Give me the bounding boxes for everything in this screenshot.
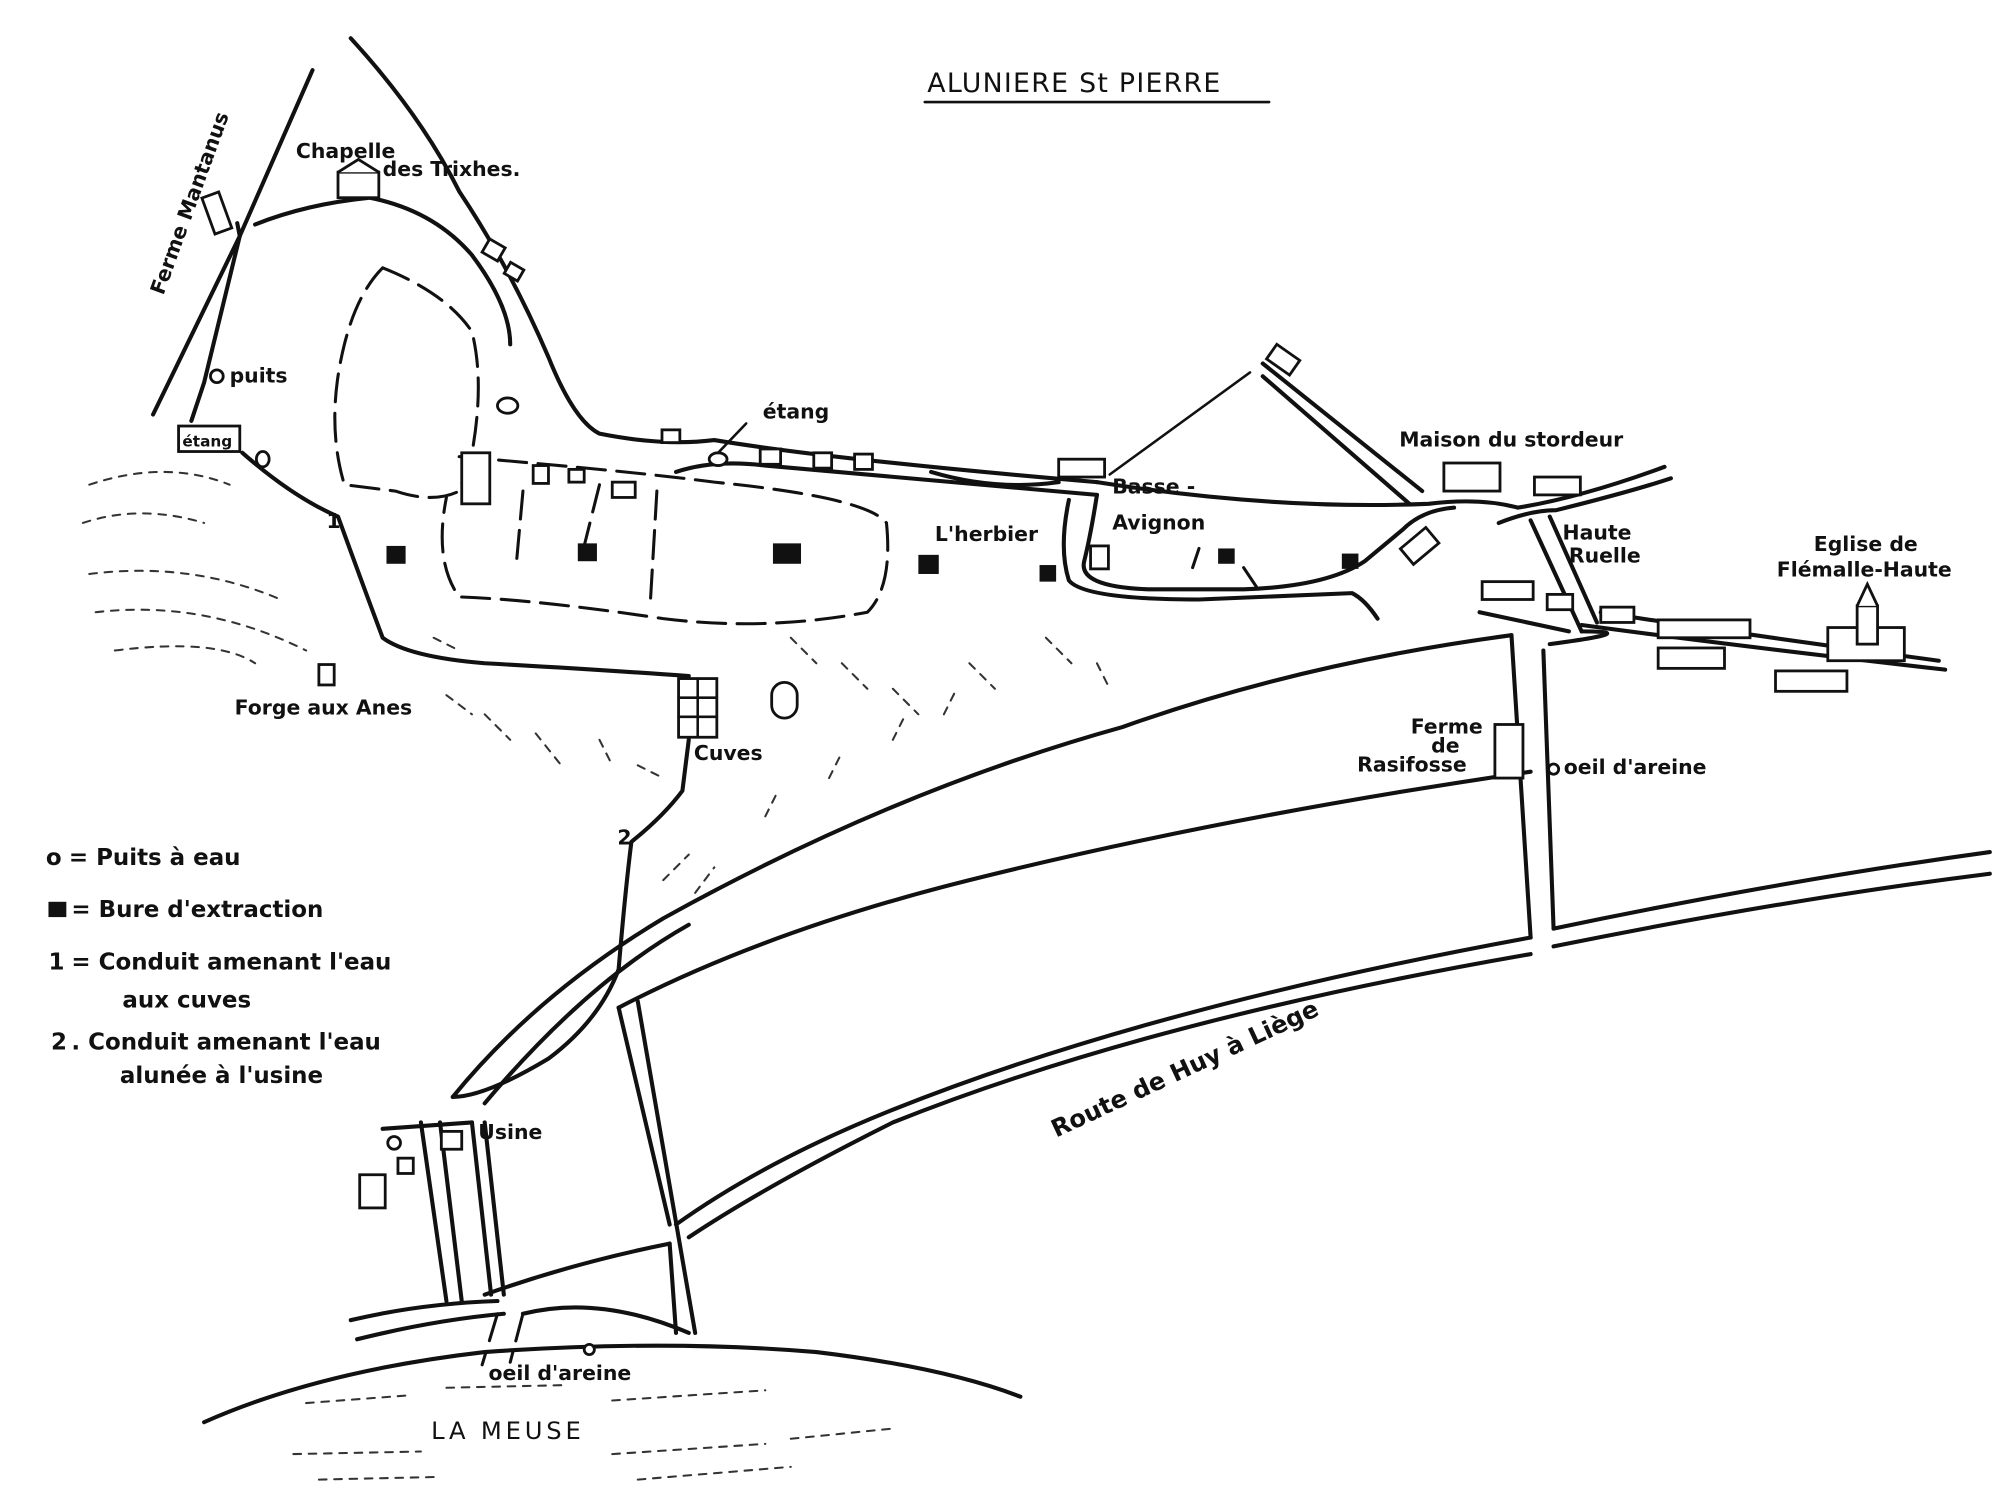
label-conduit-2: 2 bbox=[617, 825, 631, 849]
maison-du-stordeur-building bbox=[1442, 461, 1502, 493]
map-title: ALUNIERE St PIERRE bbox=[927, 68, 1221, 99]
label-haute: Haute bbox=[1563, 521, 1632, 545]
legend-shaft-icon bbox=[48, 901, 67, 918]
river-meuse bbox=[202, 1343, 1023, 1481]
legend-label-well: = Puits à eau bbox=[69, 845, 241, 871]
label-eglise-de: Eglise de bbox=[1814, 532, 1918, 556]
label-route-huy-liege: Route de Huy à Liège bbox=[1047, 995, 1323, 1144]
label-ferme: Ferme bbox=[1411, 714, 1483, 738]
roads bbox=[151, 36, 1992, 1367]
label-forge-aux-anes: Forge aux Anes bbox=[235, 695, 412, 719]
extraction-shafts bbox=[386, 543, 1359, 582]
legend-label-shaft: = Bure d'extraction bbox=[71, 897, 323, 923]
label-de: de bbox=[1431, 734, 1459, 758]
quarry-outlines bbox=[333, 266, 1258, 626]
place-labels: Ferme Mantanus Chapelle des Trixhes. pui… bbox=[145, 109, 1951, 1445]
label-des-trixhes: des Trixhes. bbox=[383, 157, 521, 181]
label-basse: Basse - bbox=[1112, 475, 1195, 499]
water-wells bbox=[209, 368, 1561, 1356]
legend-label-1: = Conduit amenant l'eau bbox=[71, 949, 391, 975]
label-oeil-dareine-east: oeil d'areine bbox=[1564, 755, 1707, 779]
label-flemalle-haute: Flémalle-Haute bbox=[1777, 558, 1952, 582]
label-puits: puits bbox=[230, 364, 288, 388]
ferme-rasifosse-building bbox=[1493, 723, 1525, 780]
etang-box bbox=[177, 424, 242, 453]
chapelle-building bbox=[336, 170, 381, 200]
label-etang-mid: étang bbox=[763, 399, 829, 423]
legend: o = Puits à eau = Bure d'extraction 1 = … bbox=[46, 845, 391, 1089]
label-lherbier: L'herbier bbox=[935, 522, 1038, 546]
label-usine: Usine bbox=[478, 1120, 542, 1144]
legend-label-2: . Conduit amenant l'eau bbox=[71, 1030, 380, 1056]
label-conduit-1: 1 bbox=[327, 509, 341, 533]
legend-label-2b: alunée à l'usine bbox=[120, 1063, 323, 1089]
label-ruelle: Ruelle bbox=[1569, 544, 1641, 568]
label-chapelle: Chapelle bbox=[296, 139, 395, 163]
label-maison-du-stordeur: Maison du stordeur bbox=[1399, 427, 1623, 451]
buildings bbox=[177, 157, 1906, 1210]
legend-label-1b: aux cuves bbox=[122, 988, 251, 1014]
label-rasifosse: Rasifosse bbox=[1357, 753, 1467, 777]
label-cuves: Cuves bbox=[694, 741, 763, 765]
label-avignon: Avignon bbox=[1112, 510, 1205, 534]
label-etang-left: étang bbox=[182, 432, 232, 450]
legend-symbol-well: o bbox=[46, 845, 62, 871]
slope-hatching bbox=[81, 470, 1111, 894]
label-la-meuse: LA MEUSE bbox=[431, 1417, 585, 1445]
label-oeil-dareine-south: oeil d'areine bbox=[489, 1361, 632, 1385]
legend-symbol-1: 1 bbox=[48, 949, 64, 975]
legend-symbol-2: 2 bbox=[51, 1030, 67, 1056]
